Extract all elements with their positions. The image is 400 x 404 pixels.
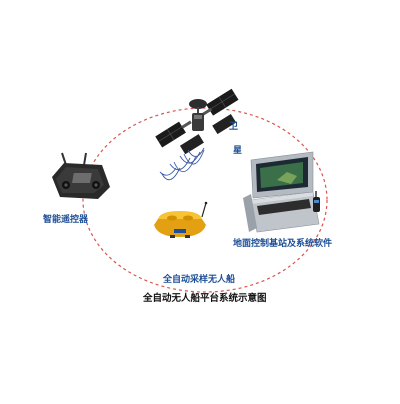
controller-label: 智能遥控器 bbox=[43, 215, 89, 225]
unmanned-boat-icon bbox=[154, 201, 208, 238]
laptop-ground-station-icon bbox=[243, 151, 320, 233]
handheld-radio-icon bbox=[313, 191, 320, 212]
remote-controller-icon bbox=[52, 152, 110, 199]
dashed-orbit-circle bbox=[82, 107, 328, 293]
satellite-label-2: 星 bbox=[233, 146, 243, 156]
satellite-icon bbox=[155, 88, 239, 155]
signal-waves-icon bbox=[159, 147, 205, 181]
diagram-caption: 全自动无人船平台系统示意图 bbox=[143, 293, 267, 304]
boat-label: 全自动采样无人船 bbox=[163, 275, 236, 285]
ground-station-label: 地面控制基站及系统软件 bbox=[233, 239, 333, 249]
satellite-label-1: 卫 bbox=[229, 122, 239, 132]
